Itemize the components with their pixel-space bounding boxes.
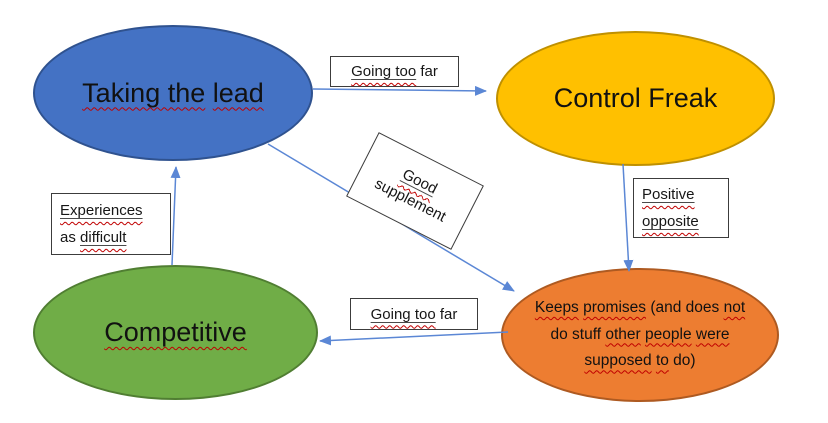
connector-competitive-to-lead[interactable] [170, 166, 181, 266]
connector-controlfreak-to-keepspromises[interactable] [622, 163, 634, 272]
edge-label-text: Going too far [370, 305, 458, 323]
node-label: Taking the lead [82, 77, 264, 108]
connector-lead-to-controlfreak[interactable] [312, 85, 487, 96]
edge-label-going-too-far-bottom[interactable]: Going too far [350, 298, 478, 330]
node-taking-the-lead[interactable]: Taking the lead [33, 25, 313, 161]
node-label: Control Freak [553, 83, 718, 113]
connector-keepspromises-to-competitive[interactable] [319, 331, 509, 346]
node-control-freak[interactable]: Control Freak [496, 31, 775, 166]
node-label: Competitive [104, 317, 247, 347]
edge-label-text: Going too far [351, 63, 438, 80]
node-competitive[interactable]: Competitive [33, 265, 318, 400]
edge-label-going-too-far-top[interactable]: Going too far [330, 56, 459, 87]
